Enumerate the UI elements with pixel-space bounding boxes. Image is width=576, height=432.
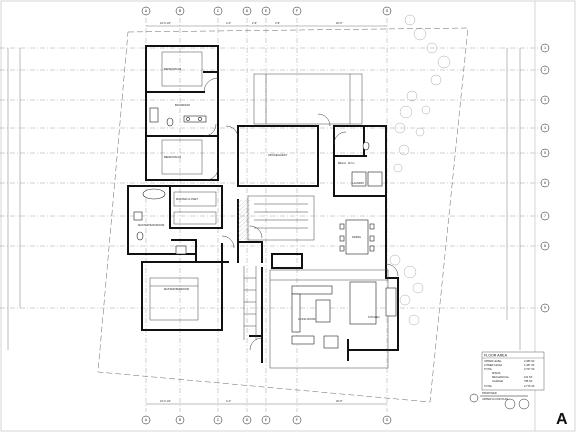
grid-marker-top-c xyxy=(213,6,223,16)
drawing-title-line2: UPPER FLOOR PLAN xyxy=(482,397,508,401)
drawing-title-block: PROPOSED UPPER FLOOR PLAN xyxy=(469,391,530,410)
room-label-master-closet: MASTER CLOSET xyxy=(176,197,198,201)
right-grid-marker-labels: 1 2 3 4 5 6 7 8 9 xyxy=(544,46,546,310)
svg-text:3,767 SF: 3,767 SF xyxy=(524,367,535,371)
grid-marker-top-e xyxy=(261,6,271,16)
bottom-grid-markers xyxy=(141,415,392,425)
floor-area-row-value: 2,380 SF xyxy=(524,359,535,363)
grid-marker-top-g xyxy=(382,6,392,16)
svg-text:TOTAL: TOTAL xyxy=(484,384,493,388)
svg-text:A: A xyxy=(145,418,148,422)
bottom-grid-marker-labels: A B C D E F G xyxy=(145,418,389,422)
svg-text:MINUS: MINUS xyxy=(492,371,501,375)
svg-text:161 SF: 161 SF xyxy=(524,375,533,379)
top-grid-markers xyxy=(141,6,392,16)
room-label-laundry: LAUNDRY xyxy=(352,181,365,185)
svg-text:G: G xyxy=(386,418,389,422)
plumbing-fixtures xyxy=(133,107,397,349)
grid-label-top-e: E xyxy=(265,9,267,13)
svg-text:B: B xyxy=(179,418,181,422)
svg-text:20'-6": 20'-6" xyxy=(336,399,343,403)
svg-text:5: 5 xyxy=(544,151,546,155)
svg-text:2: 2 xyxy=(544,68,546,72)
grid-marker-top-f xyxy=(292,6,302,16)
right-grid-markers xyxy=(540,43,550,313)
room-labels: BEDROOM #3 BATHROOM BEDROOM #2 MASTER CL… xyxy=(138,67,380,321)
dimension-lines xyxy=(7,25,521,405)
drawing-title-line1: PROPOSED xyxy=(482,391,497,395)
grid-label-top-c: C xyxy=(217,9,220,13)
svg-text:TOTAL: TOTAL xyxy=(484,367,493,371)
sheet-number: A xyxy=(556,411,568,428)
svg-text:D: D xyxy=(246,418,249,422)
svg-text:2,776 SF: 2,776 SF xyxy=(524,384,535,388)
grid-marker-top-a xyxy=(141,6,151,16)
room-label-living: LIVING ROOM xyxy=(298,317,315,321)
svg-text:16'-6 1/2": 16'-6 1/2" xyxy=(160,21,171,25)
grid-label-top-f: F xyxy=(296,9,298,13)
room-label-master-bedroom: MASTER BEDROOM xyxy=(164,287,189,291)
true-north-icon xyxy=(518,398,530,410)
chase-hatch xyxy=(238,200,250,240)
svg-text:9: 9 xyxy=(544,306,546,310)
room-label-bedroom-3: BEDROOM #3 xyxy=(164,67,182,71)
svg-text:3'-9": 3'-9" xyxy=(275,21,280,25)
svg-text:4'-4": 4'-4" xyxy=(226,399,231,403)
floor-area-table: FLOOR AREA UPPER LEVEL 2,380 SF LOWER LE… xyxy=(481,351,545,391)
svg-text:F: F xyxy=(296,418,298,422)
north-arrow-icon xyxy=(504,398,516,410)
svg-text:1,387 SF: 1,387 SF xyxy=(524,363,535,367)
grid-label-top-a: A xyxy=(145,9,148,13)
svg-text:2'-6": 2'-6" xyxy=(252,21,257,25)
room-label-dining: DINING xyxy=(352,235,361,239)
svg-text:1: 1 xyxy=(544,46,546,50)
floor-area-heading: FLOOR AREA xyxy=(484,354,508,358)
door-swings xyxy=(203,77,399,351)
svg-text:4'-4": 4'-4" xyxy=(226,21,231,25)
top-grid-marker-labels: A B C D E F G xyxy=(145,9,389,13)
room-label-bedroom-2: BEDROOM #2 xyxy=(164,155,182,159)
svg-text:3: 3 xyxy=(544,98,546,102)
room-label-master-bath: MASTER BATHROOM xyxy=(138,223,164,227)
grid-marker-top-b xyxy=(175,6,185,16)
landscape-trees xyxy=(389,14,451,326)
svg-text:8: 8 xyxy=(544,244,546,248)
svg-text:MECHANICAL: MECHANICAL xyxy=(492,375,510,379)
svg-text:6: 6 xyxy=(544,181,546,185)
grid-marker-top-d xyxy=(242,6,252,16)
room-label-wic: W.I.C. xyxy=(348,161,355,165)
grid-label-top-d: D xyxy=(246,9,249,13)
grid-label-top-g: G xyxy=(386,9,389,13)
svg-text:C: C xyxy=(217,418,220,422)
room-label-mech: MECH xyxy=(338,161,346,165)
setback-line xyxy=(97,27,469,403)
svg-text:16'-6 1/2": 16'-6 1/2" xyxy=(160,399,171,403)
svg-text:7: 7 xyxy=(544,214,546,218)
svg-text:4: 4 xyxy=(544,126,546,130)
svg-text:785 SF: 785 SF xyxy=(524,379,533,383)
floor-area-row-label: UPPER LEVEL xyxy=(484,359,502,363)
room-label-bathroom: BATHROOM xyxy=(175,103,190,107)
svg-text:GARAGE: GARAGE xyxy=(492,379,503,383)
svg-text:LOWER LEVEL: LOWER LEVEL xyxy=(484,363,503,367)
grid-label-top-b: B xyxy=(179,9,181,13)
deck-and-detail-lines xyxy=(149,51,389,369)
svg-text:20'-6": 20'-6" xyxy=(336,21,343,25)
room-label-kitchen: KITCHEN xyxy=(368,315,380,319)
svg-text:E: E xyxy=(265,418,267,422)
room-label-office: OFFICE/GUEST xyxy=(268,153,288,157)
dimension-text: 16'-6 1/2" 4'-4" 2'-6" 3'-9" 20'-6" 16'-… xyxy=(160,21,343,403)
